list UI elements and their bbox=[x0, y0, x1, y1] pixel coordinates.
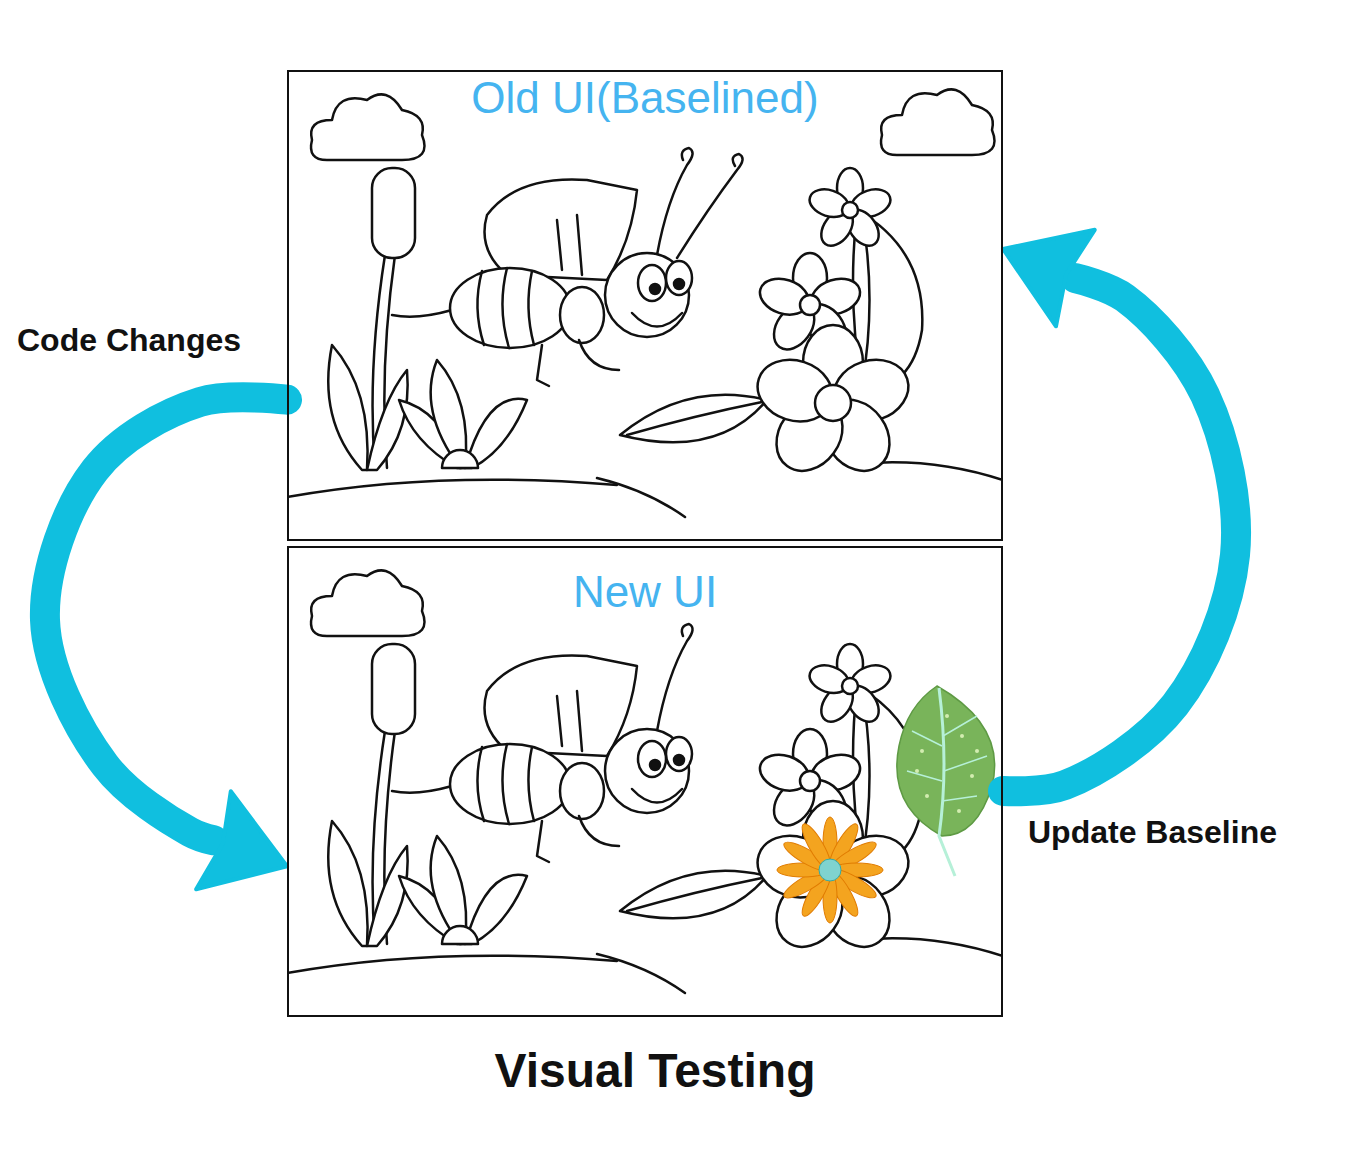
edge-label: Code Changes bbox=[17, 322, 241, 359]
ui-panel: New UI bbox=[287, 546, 1003, 1017]
arrow-shaft bbox=[1003, 278, 1236, 791]
new-leaf bbox=[897, 686, 995, 876]
garden-scene bbox=[287, 94, 1003, 517]
flow-arrow bbox=[45, 397, 287, 889]
panel-heading: New UI bbox=[289, 568, 1001, 616]
old-ui-illustration bbox=[287, 89, 1003, 517]
edge-label: Update Baseline bbox=[1028, 814, 1277, 851]
arrow-head bbox=[1003, 230, 1095, 327]
ui-panel: Old UI(Baselined) bbox=[287, 70, 1003, 541]
arrow-shaft bbox=[45, 397, 287, 840]
panel-heading: Old UI(Baselined) bbox=[289, 74, 1001, 122]
new-ui-illustration bbox=[287, 570, 1003, 993]
arrow-head bbox=[196, 791, 287, 889]
diagram-title: Visual Testing bbox=[495, 1043, 816, 1098]
flow-arrow bbox=[1003, 230, 1236, 791]
new-orange-flower bbox=[777, 817, 883, 923]
garden-scene bbox=[287, 570, 1003, 993]
